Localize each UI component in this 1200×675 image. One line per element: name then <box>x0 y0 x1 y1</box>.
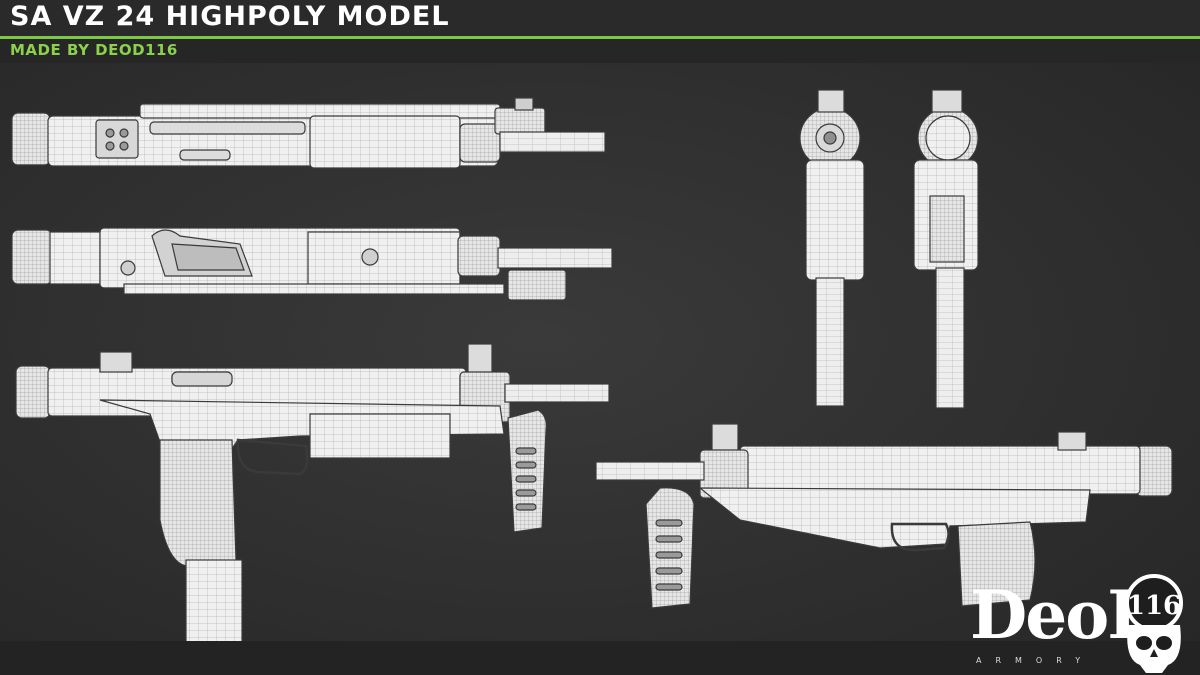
logo-tagline: ARMORY <box>976 656 1095 665</box>
bottom-view <box>11 227 613 301</box>
author-credit: MADE BY DEOD116 <box>10 41 178 59</box>
rear-view <box>913 89 979 409</box>
skull-emblem-icon: 116 <box>1125 574 1183 673</box>
top-view <box>11 97 606 169</box>
emblem-number: 116 <box>1127 591 1181 621</box>
front-view <box>799 89 865 407</box>
page-title: SA VZ 24 HIGHPOLY MODEL <box>10 1 450 32</box>
side-view-left <box>15 343 610 671</box>
subtitle-bar: MADE BY DEOD116 <box>0 39 1200 63</box>
accent-divider <box>0 36 1200 39</box>
title-bar: SA VZ 24 HIGHPOLY MODEL <box>0 0 1200 36</box>
side-view-right <box>595 423 1173 609</box>
footer-bar <box>0 641 1200 675</box>
